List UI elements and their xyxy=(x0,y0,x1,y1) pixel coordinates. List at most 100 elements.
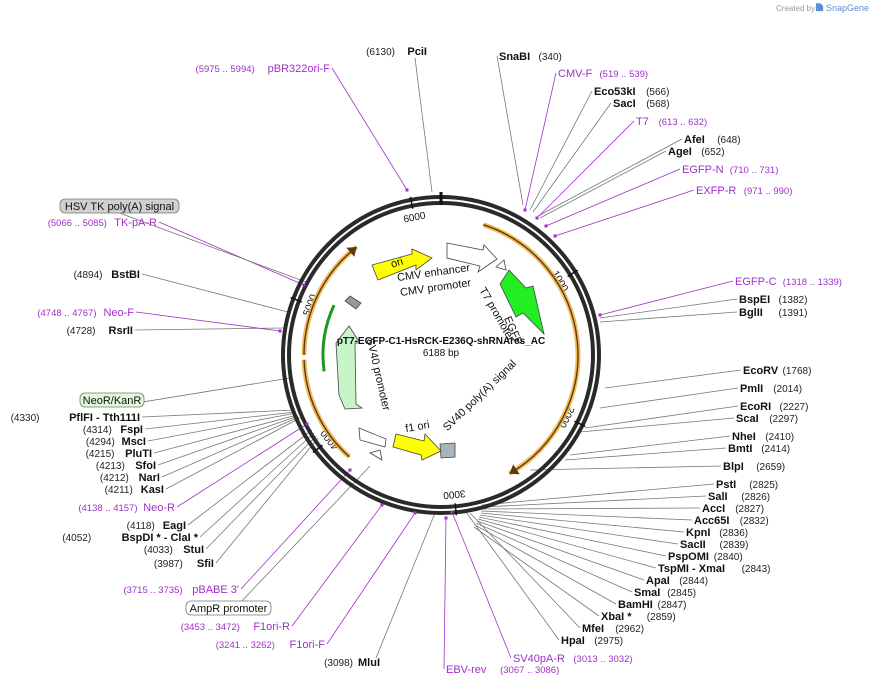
enzyme-site-kasi[interactable]: KasI(4211) xyxy=(105,484,164,496)
enzyme-name: StuI xyxy=(183,544,204,556)
primer-range: (3715 .. 3735) xyxy=(123,585,182,596)
feature-label-neo-kanr[interactable]: NeoR/KanR xyxy=(79,392,145,408)
leader-line xyxy=(529,465,722,471)
enzyme-site-mlui[interactable]: (3098)MluI xyxy=(324,657,380,669)
primer-site-ebv-rev[interactable]: EBV-rev(3067 .. 3086) xyxy=(444,516,560,677)
plasmid-name: pT7-EGFP-C1-HsRCK-E236Q-shRNAres_AC xyxy=(337,336,545,347)
sv40-promoter-arrow xyxy=(335,325,364,410)
leader-line xyxy=(532,102,612,213)
enzyme-site-bamhi[interactable]: BamHI(2847) xyxy=(618,599,686,611)
enzyme-site-psti[interactable]: PstI(2825) xyxy=(716,479,778,491)
feature-label-box xyxy=(59,198,180,214)
leader-line xyxy=(475,522,633,593)
primer-site-sv40pa-r[interactable]: SV40pA-R(3013 .. 3032) xyxy=(450,510,633,666)
tick-mark-2000 xyxy=(574,420,586,428)
enzyme-site-sacii[interactable]: SacII(2839) xyxy=(680,539,748,551)
credit-text: Created by xyxy=(776,4,815,13)
feature-label-text: HSV TK poly(A) signal xyxy=(65,201,174,213)
leader-line xyxy=(141,409,295,418)
enzyme-site-bmti[interactable]: BmtI(2414) xyxy=(728,443,790,455)
primer-site-cmv-f[interactable]: CMV-F(519 .. 539) xyxy=(523,68,649,212)
enzyme-name: BglII xyxy=(739,307,763,319)
t7-arrow xyxy=(495,259,507,271)
enzyme-site-hpai[interactable]: HpaI(2975) xyxy=(561,635,623,647)
enzyme-name: BspDI * - ClaI * xyxy=(122,532,199,544)
enzyme-site-eco53ki[interactable]: Eco53kI(566) xyxy=(594,86,669,98)
enzyme-name: SfoI xyxy=(135,460,156,472)
primer-range: (3067 .. 3086) xyxy=(500,665,559,676)
enzyme-name: SalI xyxy=(708,491,728,503)
primer-mark xyxy=(413,511,417,515)
enzyme-site-msci[interactable]: MscI(4294) xyxy=(86,436,146,448)
enzyme-site-eagi[interactable]: EagI(4118) xyxy=(127,520,186,532)
enzyme-site-pspomi[interactable]: PspOMI(2840) xyxy=(668,551,743,563)
leader-line xyxy=(144,411,296,430)
enzyme-site-pmli[interactable]: PmlI(2014) xyxy=(740,383,802,395)
enzyme-site-pcii[interactable]: (6130)PciI xyxy=(366,46,427,58)
enzyme-position: (4728) xyxy=(67,326,96,337)
enzyme-site-tspmi-xmai[interactable]: TspMI - XmaI(2843) xyxy=(658,563,771,575)
primer-site-egfp-c[interactable]: EGFP-C(1318 .. 1339) xyxy=(598,276,842,317)
enzyme-position: (2975) xyxy=(594,636,623,647)
enzyme-site-sfoi[interactable]: SfoI(4213) xyxy=(96,460,156,472)
enzyme-site-stui[interactable]: StuI (4033) xyxy=(144,544,204,556)
enzyme-site-saci[interactable]: SacI(568) xyxy=(613,98,670,110)
primer-site-pbr322ori-f[interactable]: pBR322ori-F(5975 .. 5994) xyxy=(196,63,409,192)
leader-line xyxy=(554,189,695,237)
tick-mark-1000 xyxy=(567,269,579,278)
enzyme-site-kpni[interactable]: KpnI(2836) xyxy=(686,527,748,539)
enzyme-position: (4211) xyxy=(105,485,133,496)
enzyme-site-bglii[interactable]: BglII(1391) xyxy=(739,307,807,319)
enzyme-site-mfei[interactable]: MfeI(2962) xyxy=(582,623,644,635)
primer-site-f1ori-r[interactable]: F1ori-R(3453 .. 3472) xyxy=(181,503,384,634)
feature-label-hsv-tk-polya[interactable]: HSV TK poly(A) signal xyxy=(59,198,180,214)
leader-line xyxy=(228,465,371,616)
enzyme-site-pluti[interactable]: PluTI(4215) xyxy=(86,448,152,460)
primer-site-neo-r[interactable]: Neo-R(4138 .. 4157) xyxy=(78,422,309,515)
primer-site-t7[interactable]: T7(613 .. 632) xyxy=(535,116,708,220)
primer-site-exfp-r[interactable]: EXFP-R(971 .. 990) xyxy=(553,185,793,238)
enzyme-site-fspi[interactable]: FspI(4314) xyxy=(83,424,143,436)
enzyme-site-bspdi-clai[interactable]: BspDI * - ClaI *(4052) xyxy=(62,532,198,544)
enzyme-site-nari[interactable]: NarI(4212) xyxy=(100,472,160,484)
primer-site-f1ori-f[interactable]: F1ori-F(3241 .. 3262) xyxy=(216,511,417,652)
enzyme-site-pflfi-tth111i[interactable]: PflFI - Tth111I(4330) xyxy=(11,412,140,424)
enzyme-position: (4215) xyxy=(86,449,115,460)
enzyme-position: (2845) xyxy=(667,588,696,599)
enzyme-site-acci[interactable]: AccI(2827) xyxy=(702,503,764,515)
primer-site-pbabe-3[interactable]: pBABE 3'(3715 .. 3735) xyxy=(123,468,352,597)
enzyme-site-agei[interactable]: AgeI(652) xyxy=(668,146,725,158)
enzyme-site-apai[interactable]: ApaI(2844) xyxy=(646,575,708,587)
enzyme-site-nhei[interactable]: NheI(2410) xyxy=(732,431,794,443)
enzyme-name: KpnI xyxy=(686,527,710,539)
enzyme-position: (2826) xyxy=(741,492,770,503)
ampr-promoter-arrow xyxy=(358,427,387,448)
enzyme-site-smai[interactable]: SmaI(2845) xyxy=(634,587,696,599)
enzyme-site-ecorv[interactable]: EcoRV(1768) xyxy=(743,365,811,377)
enzyme-site-bstbi[interactable]: BstBI(4894) xyxy=(74,269,140,281)
leader-line xyxy=(480,510,693,521)
feature-label-ampr-promoter[interactable]: AmpR promoter xyxy=(185,600,272,616)
primer-name: F1ori-F xyxy=(290,639,326,651)
enzyme-site-blpi[interactable]: BlpI(2659) xyxy=(723,461,785,473)
leader-line xyxy=(375,512,436,659)
enzyme-site-afei[interactable]: AfeI(648) xyxy=(684,134,741,146)
primer-site-egfp-n[interactable]: EGFP-N(710 .. 731) xyxy=(544,164,779,228)
enzyme-site-sali[interactable]: SalI (2826) xyxy=(708,491,770,503)
enzyme-site-scai[interactable]: ScaI(2297) xyxy=(736,413,798,425)
enzyme-name: SnaBI xyxy=(499,51,530,63)
enzyme-site-acc65i[interactable]: Acc65I(2832) xyxy=(694,515,769,527)
enzyme-position: (3098) xyxy=(324,658,353,669)
enzyme-site-xbai[interactable]: XbaI *(2859) xyxy=(601,611,676,623)
enzyme-site-sfii[interactable]: SfiI(3987) xyxy=(154,558,214,570)
leader-line xyxy=(147,412,297,442)
enzyme-site-snabi[interactable]: SnaBI(340) xyxy=(499,51,562,63)
primer-site-neo-f[interactable]: Neo-F(4748 .. 4767) xyxy=(37,307,282,333)
enzyme-site-rsrii[interactable]: RsrII(4728) xyxy=(67,325,133,337)
enzyme-position: (652) xyxy=(701,147,724,158)
tick-mark-4000 xyxy=(312,444,323,454)
primer-site-tk-pa-r[interactable]: TK-pA-R(5066 .. 5085) xyxy=(48,217,306,287)
enzyme-site-bspei[interactable]: BspEI(1382) xyxy=(739,294,807,306)
enzyme-site-ecori[interactable]: EcoRI(2227) xyxy=(740,401,808,413)
enzyme-position: (4033) xyxy=(144,545,173,556)
